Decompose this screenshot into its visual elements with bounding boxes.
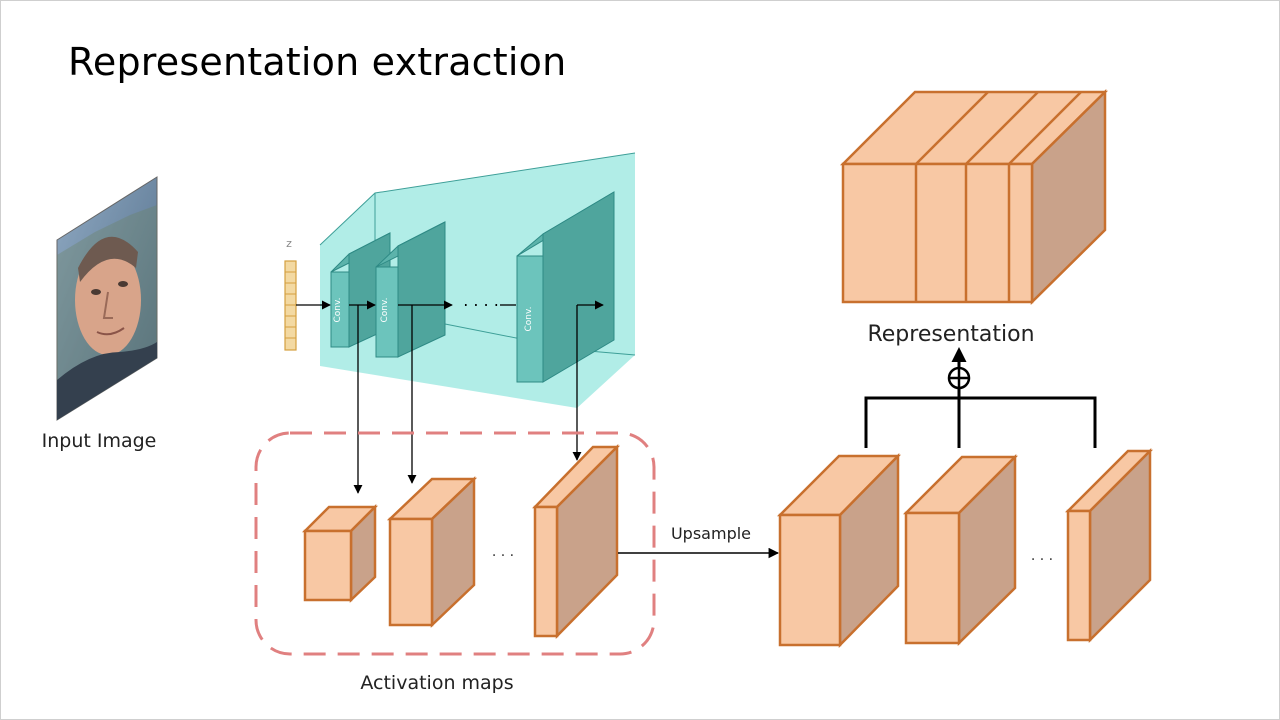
upsampled-map-2 — [902, 453, 1019, 646]
conv-label-3: Conv. — [524, 307, 534, 332]
conv-block-2 — [375, 221, 446, 358]
z-label: z — [286, 237, 292, 250]
input-image — [56, 176, 158, 421]
activation-maps-region — [254, 431, 656, 656]
conv-block-3 — [516, 191, 615, 383]
concat-bracket — [864, 347, 1097, 448]
representation-block — [839, 89, 1109, 305]
conv-label-1: Conv. — [333, 298, 343, 323]
face-illustration — [57, 205, 157, 420]
upsampled-map-1 — [776, 452, 901, 649]
representation-label: Representation — [867, 322, 1034, 347]
activation-map-2 — [386, 476, 478, 628]
conv-label-2: Conv. — [380, 298, 390, 323]
input-image-label: Input Image — [42, 430, 157, 452]
activation-map-3 — [532, 443, 621, 640]
network-ellipsis: . . . . — [463, 291, 499, 310]
activation-ellipsis: . . . — [492, 544, 514, 560]
z-vector — [284, 260, 297, 351]
activation-maps-label: Activation maps — [360, 672, 513, 694]
upsampled-map-3 — [1064, 447, 1154, 644]
upsampled-ellipsis: . . . — [1031, 548, 1053, 564]
upsample-label: Upsample — [671, 524, 751, 543]
activation-map-1 — [301, 503, 379, 603]
slide-title: Representation extraction — [68, 40, 567, 84]
